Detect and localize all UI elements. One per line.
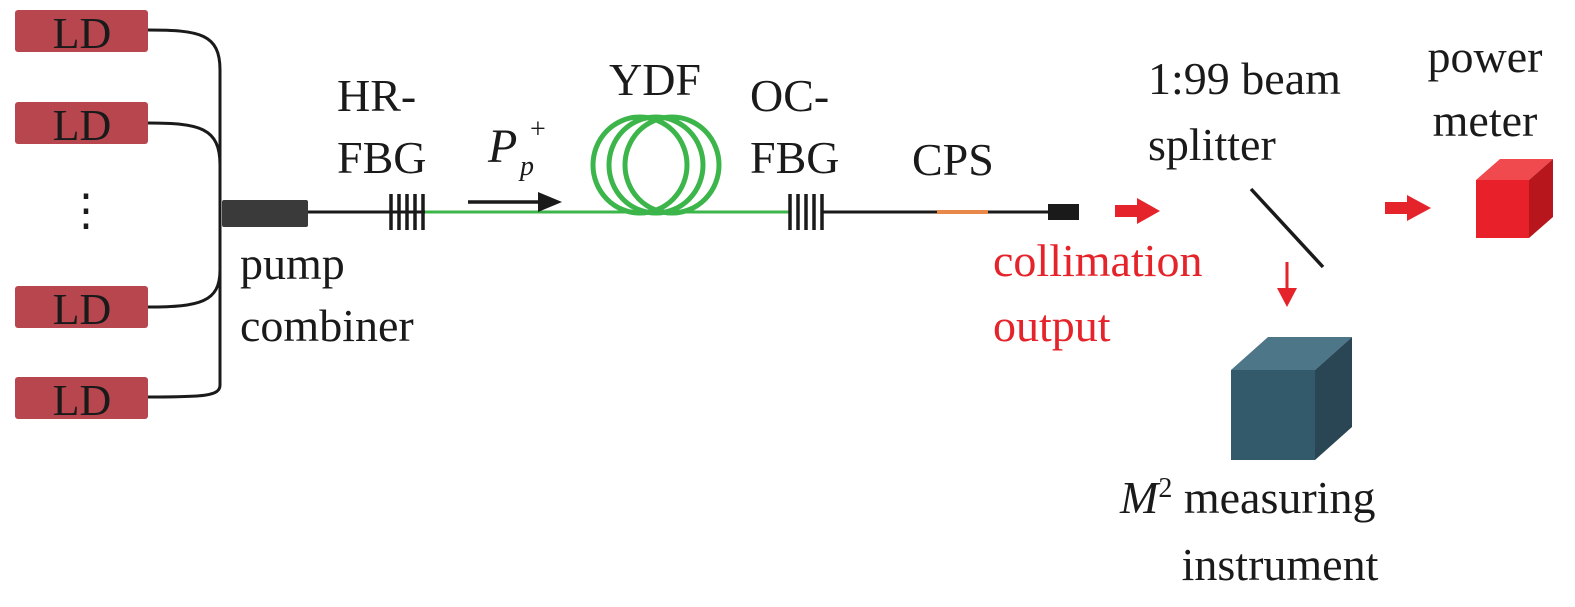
m2-symbol: M: [1119, 472, 1161, 523]
pump-power-superscript: +: [530, 114, 546, 145]
ld-source-3: LD: [15, 285, 148, 334]
beam-arrow-power: [1385, 195, 1431, 221]
hr-fbg-grating: [389, 194, 425, 230]
power-meter-label-line2: meter: [1433, 95, 1538, 146]
pump-combiner-label-line1: pump: [240, 238, 345, 289]
ld-label: LD: [53, 285, 112, 334]
ld-label: LD: [53, 9, 112, 58]
m2-superscript: 2: [1158, 473, 1172, 504]
beam-arrow-output: [1115, 198, 1160, 224]
oc-fbg-grating: [788, 194, 824, 230]
m2-label-rest: measuring: [1172, 472, 1375, 523]
hr-fbg-label-line1: HR-: [337, 70, 416, 121]
ld-ellipsis: ⋮: [64, 186, 108, 235]
collimation-output-label-line1: collimation: [993, 235, 1203, 286]
cps-label: CPS: [912, 134, 994, 185]
ydf-label: YDF: [609, 54, 701, 105]
ld-source-1: LD: [15, 9, 148, 58]
ld-source-4: LD: [15, 376, 148, 425]
pump-combiner: [222, 200, 308, 227]
pump-direction-arrow: [468, 192, 562, 212]
pump-combiner-label-line2: combiner: [240, 300, 414, 351]
m2-label-line2: instrument: [1182, 539, 1379, 590]
collimation-output-label-line2: output: [993, 300, 1111, 351]
hr-fbg-label-line2: FBG: [337, 132, 426, 183]
collimator: [1048, 204, 1079, 220]
ld-label: LD: [53, 376, 112, 425]
ld-label: LD: [53, 101, 112, 150]
beam-arrow-down: [1277, 262, 1297, 307]
oc-fbg-label-line2: FBG: [750, 132, 839, 183]
ld-source-group: LD LD ⋮ LD LD: [15, 9, 148, 425]
beam-splitter-label-line1: 1:99 beam: [1148, 53, 1341, 104]
m2-label-line1: M2 measuring: [1119, 472, 1375, 523]
ydf-coil: [590, 114, 722, 216]
beam-splitter: [1249, 187, 1325, 269]
oc-fbg-label-line1: OC-: [750, 70, 829, 121]
pump-power-subscript: p: [518, 151, 534, 182]
pump-power-symbol: P: [487, 120, 517, 173]
power-meter-label-line1: power: [1428, 31, 1543, 82]
ld-pigtails: [147, 28, 222, 399]
power-meter-cube: [1476, 159, 1553, 238]
m2-instrument-cube: [1231, 337, 1352, 460]
ld-source-2: LD: [15, 101, 148, 150]
beam-splitter-label-line2: splitter: [1148, 119, 1276, 170]
